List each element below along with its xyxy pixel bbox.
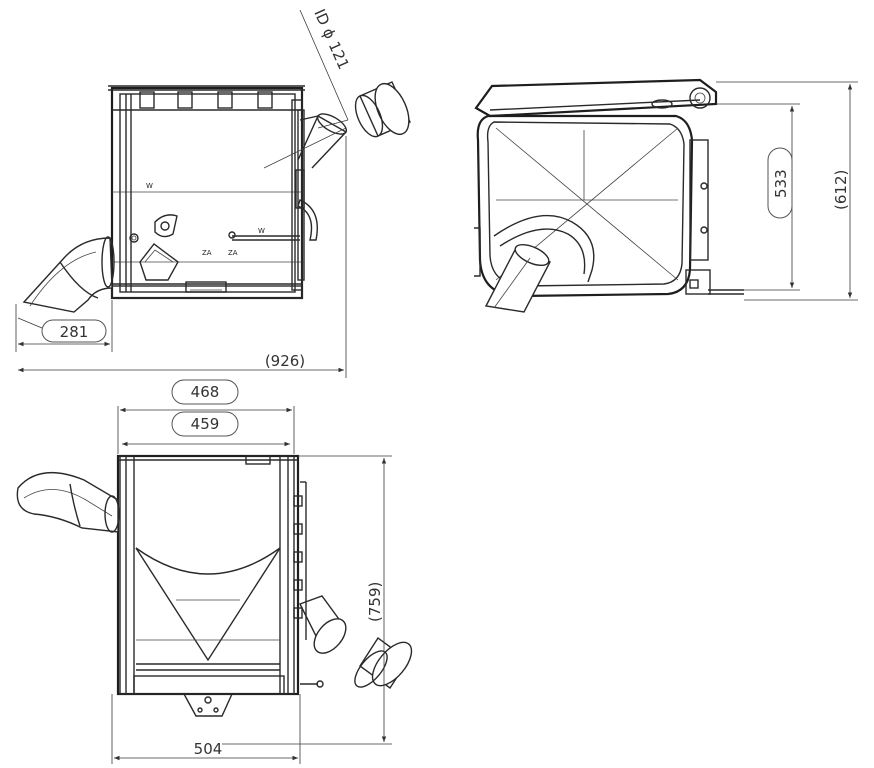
dim-612: (612) xyxy=(832,170,850,210)
dim-533: 533 xyxy=(772,169,790,198)
dim-459: 459 xyxy=(191,415,220,433)
dim-468: 468 xyxy=(191,383,220,401)
top-view: 468 459 (759) 504 xyxy=(16,379,413,764)
front-view: W W ZA ZA ID ϕ 121 281 (926) xyxy=(15,6,411,378)
mark-za1: ZA xyxy=(202,249,212,257)
side-bolts xyxy=(293,495,303,619)
dim-926: (926) xyxy=(265,352,305,370)
mark-za2: ZA xyxy=(228,249,238,257)
dim-504: 504 xyxy=(194,740,223,758)
mark-w2: W xyxy=(258,227,265,235)
dim-281: 281 xyxy=(60,323,89,341)
mark-w1: W xyxy=(146,182,153,190)
id-diameter-label: ID ϕ 121 xyxy=(310,6,352,72)
side-view: 533 (612) xyxy=(474,78,858,313)
dim-759: (759) xyxy=(366,582,384,622)
cap-part xyxy=(354,81,411,138)
